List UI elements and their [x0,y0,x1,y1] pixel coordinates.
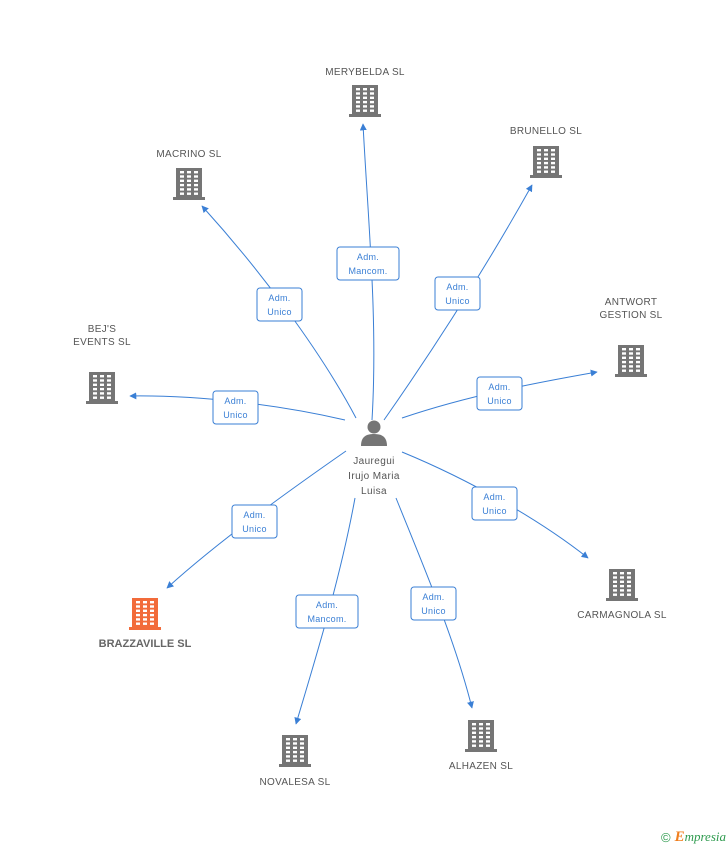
role-label-text: Adm. [483,492,505,502]
building-icon [530,146,562,178]
company-node-antwort[interactable]: ANTWORT GESTION SL [599,297,662,377]
role-label[interactable]: Adm. Unico [471,486,518,521]
role-label-box [434,276,481,311]
role-label-text: Adm. [422,592,444,602]
company-name: CARMAGNOLA SL [577,610,667,621]
role-label-text: Unico [223,410,248,420]
role-label-text: Adm. [268,293,290,303]
company-name: MACRINO SL [156,149,221,160]
nodes-layer: MERYBELDA SL BRUNELLO SL MACRINO SL ANTWORT… [73,67,667,788]
company-name: MERYBELDA SL [325,67,405,78]
role-label[interactable]: Adm. Unico [410,586,457,621]
role-label-box [476,376,523,411]
edge-antwort: Adm. Unico [401,369,598,419]
company-name: BEJ'S [88,324,116,335]
building-icon [615,345,647,377]
person-name: Irujo Maria [348,471,400,482]
building-icon [606,569,638,601]
edge-novalesa: Adm. Mancom. [294,497,359,725]
role-label-text: Adm. [357,252,379,262]
role-label-box [471,486,518,521]
company-node-alhazen[interactable]: ALHAZEN SL [449,720,513,772]
edge-brazzaville: Adm. Unico [166,450,347,589]
role-label-text: Adm. [316,600,338,610]
role-label-text: Adm. [446,282,468,292]
company-node-brunello[interactable]: BRUNELLO SL [510,126,582,178]
role-label-box [410,586,457,621]
edge-carmagnola: Adm. Unico [401,451,589,559]
edges-layer: Adm.Mancom.Adm.UnicoAdm.UnicoAdm.UnicoAd… [129,123,598,725]
role-label[interactable]: Adm. Unico [434,276,481,311]
edge-bejs: Adm. Unico [129,390,346,425]
role-label-text: Unico [242,524,267,534]
company-name: BRAZZAVILLE SL [99,638,192,650]
role-label-text: Adm. [243,510,265,520]
company-node-merybelda[interactable]: MERYBELDA SL [325,67,405,117]
role-label-text: Adm. [224,396,246,406]
company-node-macrino[interactable]: MACRINO SL [156,149,221,200]
role-label-text: Mancom. [348,266,387,276]
edge-macrino: Adm. Unico [201,205,357,419]
building-icon [465,720,497,752]
role-label-box [212,390,259,425]
company-name: ALHAZEN SL [449,761,513,772]
role-label-box [256,287,303,322]
role-label[interactable]: Adm. Unico [212,390,259,425]
building-icon [86,372,118,404]
footer-brand: © Empresia [661,829,726,846]
role-label-text: Unico [482,506,507,516]
company-name: GESTION SL [599,310,662,321]
company-name: EVENTS SL [73,337,131,348]
company-node-carmagnola[interactable]: CARMAGNOLA SL [577,569,667,621]
role-label[interactable]: Adm. Unico [476,376,523,411]
person-icon [361,420,387,446]
role-label-text: Unico [267,307,292,317]
role-label[interactable]: Adm. Unico [231,504,278,539]
person-name: Luisa [361,486,387,497]
copyright-symbol: © [660,830,671,845]
edge-brunello: Adm. Unico [383,184,533,421]
building-icon [129,598,161,630]
edge-alhazen: Adm. Unico [395,497,474,709]
role-label[interactable]: Adm. Mancom. [295,594,359,629]
role-label-box [336,246,400,281]
building-icon [349,85,381,117]
role-label-box [295,594,359,629]
edge-merybelda: Adm. Mancom. [336,123,400,421]
company-node-bejs[interactable]: BEJ'S EVENTS SL [73,324,131,404]
role-label-text: Adm. [488,382,510,392]
person-name: Jauregui [353,456,395,467]
role-label-box [231,504,278,539]
role-label-text: Unico [421,606,446,616]
company-name: NOVALESA SL [260,777,331,788]
role-label-text: Mancom. [307,614,346,624]
role-label[interactable]: Adm. Unico [256,287,303,322]
building-icon [279,735,311,767]
company-name: ANTWORT [605,297,657,308]
company-node-novalesa[interactable]: NOVALESA SL [260,735,331,788]
company-name: BRUNELLO SL [510,126,582,137]
empresia-logo: Empresia [674,829,726,845]
company-node-brazzaville[interactable]: BRAZZAVILLE SL [99,598,192,650]
role-label[interactable]: Adm. Mancom. [336,246,400,281]
role-label-text: Unico [487,396,512,406]
role-label-text: Unico [445,296,470,306]
building-icon [173,168,205,200]
